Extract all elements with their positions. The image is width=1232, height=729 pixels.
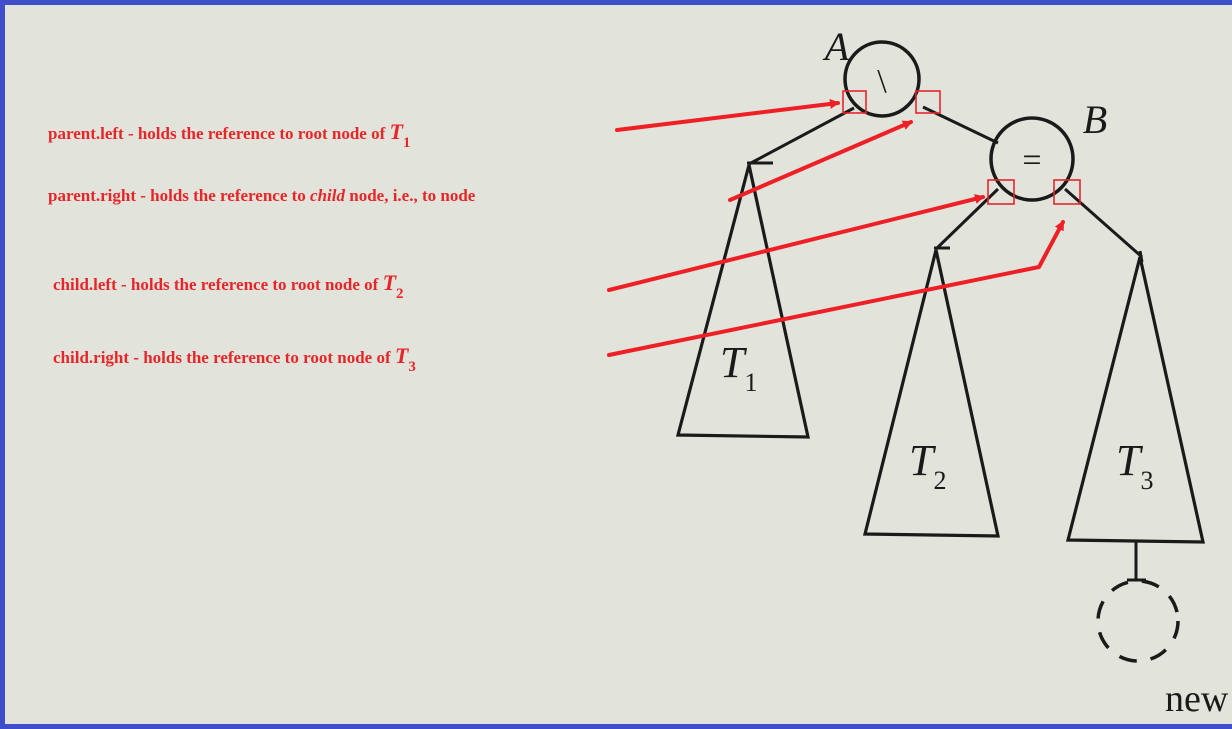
pointer-box-parent-left xyxy=(842,90,867,114)
pointer-box-child-right xyxy=(1053,179,1081,205)
annotation-child-right: child.right - holds the reference to roo… xyxy=(53,343,416,375)
annotation-parent-left-text: parent.left - holds the reference to roo… xyxy=(48,124,390,143)
new-node-dashed-circle xyxy=(1096,579,1180,663)
annotation-child-left: child.left - holds the reference to root… xyxy=(53,270,404,302)
node-b-label: B xyxy=(1083,97,1107,142)
annotation-parent-right-italic: child xyxy=(310,186,345,205)
annotation-parent-right-text-after: node, i.e., to node xyxy=(345,186,476,205)
new-node: new xyxy=(1096,542,1229,720)
subtree-t2-label: T xyxy=(909,436,937,485)
annotation-parent-right: parent.right - holds the reference to ch… xyxy=(48,186,476,205)
edge-a-t1 xyxy=(748,106,855,166)
subtree-t1-label: T xyxy=(720,338,748,387)
arrow-child-left xyxy=(607,194,985,292)
subtree-t2-sub: 2 xyxy=(933,466,946,495)
pointer-box-parent-right xyxy=(915,90,941,114)
annotation-child-right-text: child.right - holds the reference to roo… xyxy=(53,348,395,367)
annotation-child-left-var: T xyxy=(383,270,398,295)
node-a-label: A xyxy=(822,24,850,69)
arrow-child-right xyxy=(607,220,1065,357)
subtree-t1-triangle xyxy=(675,164,810,439)
annotation-child-right-var: T xyxy=(395,343,410,368)
annotation-parent-left: parent.left - holds the reference to roo… xyxy=(48,119,410,151)
svg-text:T1: T1 xyxy=(720,338,757,397)
arrow-parent-right xyxy=(728,120,913,202)
pointer-box-child-left xyxy=(987,179,1015,205)
svg-text:T2: T2 xyxy=(909,436,946,495)
subtree-t1-sub: 1 xyxy=(744,368,757,397)
subtree-t3: T3 xyxy=(1065,256,1205,544)
annotation-parent-left-sub: 1 xyxy=(403,135,411,151)
tree-diagram: \ A = B T1 T2 T3 new xyxy=(48,24,1229,720)
node-a: \ A xyxy=(822,24,921,118)
node-b-circle xyxy=(989,116,1075,202)
arrow-parent-left xyxy=(615,99,840,132)
node-b-operator: = xyxy=(1022,142,1041,179)
annotation-child-left-sub: 2 xyxy=(396,286,404,302)
subtree-t3-triangle xyxy=(1065,256,1205,544)
new-node-label: new xyxy=(1165,678,1229,720)
subtree-t2-triangle xyxy=(862,249,1000,538)
node-a-operator: \ xyxy=(877,63,887,100)
subtree-t3-sub: 3 xyxy=(1140,466,1153,495)
svg-text:T3: T3 xyxy=(1116,436,1153,495)
edge-b-t3 xyxy=(1064,187,1143,259)
annotation-parent-right-text-before: parent.right - holds the reference to xyxy=(48,186,310,205)
annotation-child-left-text: child.left - holds the reference to root… xyxy=(53,275,383,294)
annotation-parent-left-var: T xyxy=(390,119,405,144)
node-b: = B xyxy=(989,97,1107,202)
annotation-child-right-sub: 3 xyxy=(408,359,416,375)
subtree-t2: T2 xyxy=(862,249,1000,538)
node-a-circle xyxy=(843,40,921,118)
subtree-t1: T1 xyxy=(675,164,810,439)
subtree-t3-label: T xyxy=(1116,436,1144,485)
